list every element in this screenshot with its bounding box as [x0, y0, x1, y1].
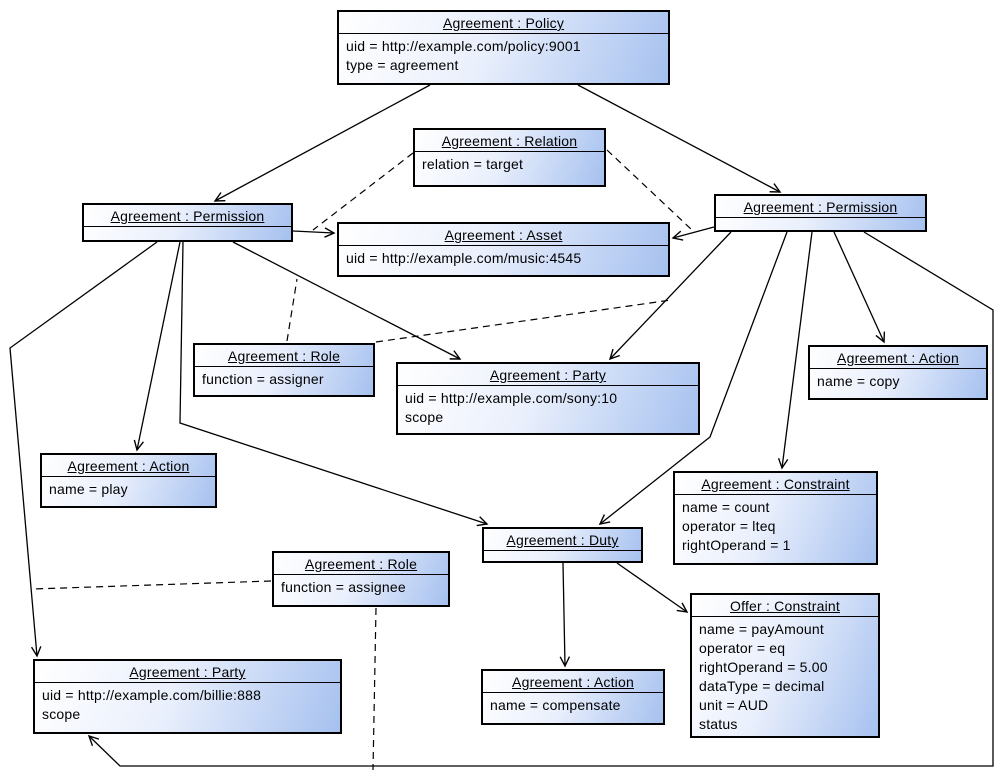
attr-line: rightOperand = 5.00 [699, 659, 828, 675]
attr-line: function = assigner [202, 371, 324, 387]
node-agreement-permission-right: Agreement : Permission [714, 194, 927, 232]
edge-roleAssigner-leftSonyLink [286, 278, 298, 342]
edge-permissionLeft-partySony [232, 241, 462, 360]
node-attrs: function = assigner [195, 367, 373, 391]
edge-relation-rightAssetLink [606, 149, 693, 231]
node-agreement-role-assignee: Agreement : Role function = assignee [272, 551, 450, 607]
edge-roleAssignee-leftBillieLink [32, 580, 272, 590]
node-agreement-permission-left: Agreement : Permission [82, 203, 293, 242]
node-attrs: relation = target [415, 152, 604, 176]
node-title: Offer : Constraint [692, 595, 878, 617]
attr-line: type = agreement [346, 57, 459, 73]
node-title: Agreement : Action [810, 347, 986, 369]
edge-permissionLeft-asset [292, 227, 336, 238]
node-attrs [84, 227, 291, 234]
edge-policy-permissionLeft [213, 84, 431, 202]
attr-line: operator = eq [699, 640, 786, 656]
attr-line: relation = target [422, 156, 524, 172]
node-title: Agreement : Role [195, 345, 373, 367]
node-title: Agreement : Asset [339, 224, 668, 246]
edge-permissionRight-partySony [608, 231, 732, 361]
attr-line: rightOperand = 1 [682, 537, 791, 553]
attr-line: unit = AUD [699, 697, 769, 713]
node-attrs: function = assignee [274, 575, 448, 599]
edge-relation-leftAssetLink [312, 152, 414, 231]
node-title: Agreement : Role [274, 553, 448, 575]
edge-roleAssignee-rightBillieLink [372, 607, 377, 771]
node-agreement-action-compensate: Agreement : Action name = compensate [481, 669, 665, 725]
node-attrs: name = play [42, 477, 215, 501]
attr-line: uid = http://example.com/music:4545 [346, 250, 582, 266]
node-title: Agreement : Permission [716, 196, 925, 218]
attr-line: function = assignee [281, 579, 406, 595]
attr-line: scope [42, 706, 81, 722]
edge-policy-permissionRight [577, 84, 782, 193]
node-agreement-party-billie: Agreement : Party uid = http://example.c… [33, 659, 342, 734]
node-agreement-action-play: Agreement : Action name = play [40, 453, 217, 508]
node-title: Agreement : Policy [339, 12, 668, 34]
attr-line: name = payAmount [699, 621, 824, 637]
attr-line: name = count [682, 499, 770, 515]
node-agreement-duty: Agreement : Duty [482, 527, 643, 563]
node-attrs: name = payAmount operator = eq rightOper… [692, 617, 878, 736]
node-attrs: name = copy [810, 369, 986, 393]
node-agreement-role-assigner: Agreement : Role function = assigner [193, 343, 375, 397]
node-agreement-party-sony: Agreement : Party uid = http://example.c… [396, 362, 700, 435]
attr-line: name = compensate [490, 697, 621, 713]
attr-line: dataType = decimal [699, 678, 825, 694]
edge-permissionLeft-partyBillie [9, 241, 158, 658]
edge-permissionRight-duty [598, 231, 788, 525]
attr-line: status [699, 716, 738, 732]
node-attrs: uid = http://example.com/sony:10 scope [398, 386, 698, 429]
node-title: Agreement : Party [398, 364, 698, 386]
node-title: Agreement : Action [42, 455, 215, 477]
node-title: Agreement : Permission [84, 205, 291, 227]
attr-line: operator = lteq [682, 518, 776, 534]
edge-duty-actionCompensate [559, 562, 571, 668]
attr-line: name = play [49, 481, 128, 497]
node-attrs: name = count operator = lteq rightOperan… [675, 495, 876, 557]
attr-line: name = copy [817, 373, 900, 389]
node-agreement-action-copy: Agreement : Action name = copy [808, 345, 988, 400]
edge-permissionLeft-actionPlay [133, 241, 181, 452]
attr-line: uid = http://example.com/sony:10 [405, 390, 618, 406]
node-title: Agreement : Action [483, 671, 663, 693]
edge-permissionRight-actionCopy [833, 231, 886, 344]
node-offer-constraint: Offer : Constraint name = payAmount oper… [690, 593, 880, 738]
edge-permissionRight-constraintCount [777, 231, 813, 470]
attr-line: uid = http://example.com/billie:888 [42, 687, 262, 703]
node-title: Agreement : Relation [415, 130, 604, 152]
node-agreement-policy: Agreement : Policy uid = http://example.… [337, 10, 670, 85]
node-attrs: uid = http://example.com/policy:9001 typ… [339, 34, 668, 77]
node-title: Agreement : Party [35, 661, 340, 683]
node-title: Agreement : Duty [484, 529, 641, 551]
edge-roleAssigner-rightSonyLink [375, 299, 672, 343]
attr-line: scope [405, 409, 444, 425]
node-attrs: name = compensate [483, 693, 663, 717]
node-attrs [716, 218, 925, 225]
node-attrs [484, 551, 641, 558]
node-agreement-constraint-count: Agreement : Constraint name = count oper… [673, 471, 878, 565]
edge-permissionRight-asset [671, 226, 715, 241]
edge-permissionLeft-duty [179, 241, 489, 527]
edge-duty-offerConstraint [616, 562, 689, 613]
node-agreement-asset: Agreement : Asset uid = http://example.c… [337, 222, 670, 277]
node-attrs: uid = http://example.com/music:4545 [339, 246, 668, 270]
node-agreement-relation: Agreement : Relation relation = target [413, 128, 606, 187]
edge-permissionRight-partyBillie [87, 231, 994, 767]
node-attrs: uid = http://example.com/billie:888 scop… [35, 683, 340, 726]
attr-line: uid = http://example.com/policy:9001 [346, 38, 581, 54]
node-title: Agreement : Constraint [675, 473, 876, 495]
